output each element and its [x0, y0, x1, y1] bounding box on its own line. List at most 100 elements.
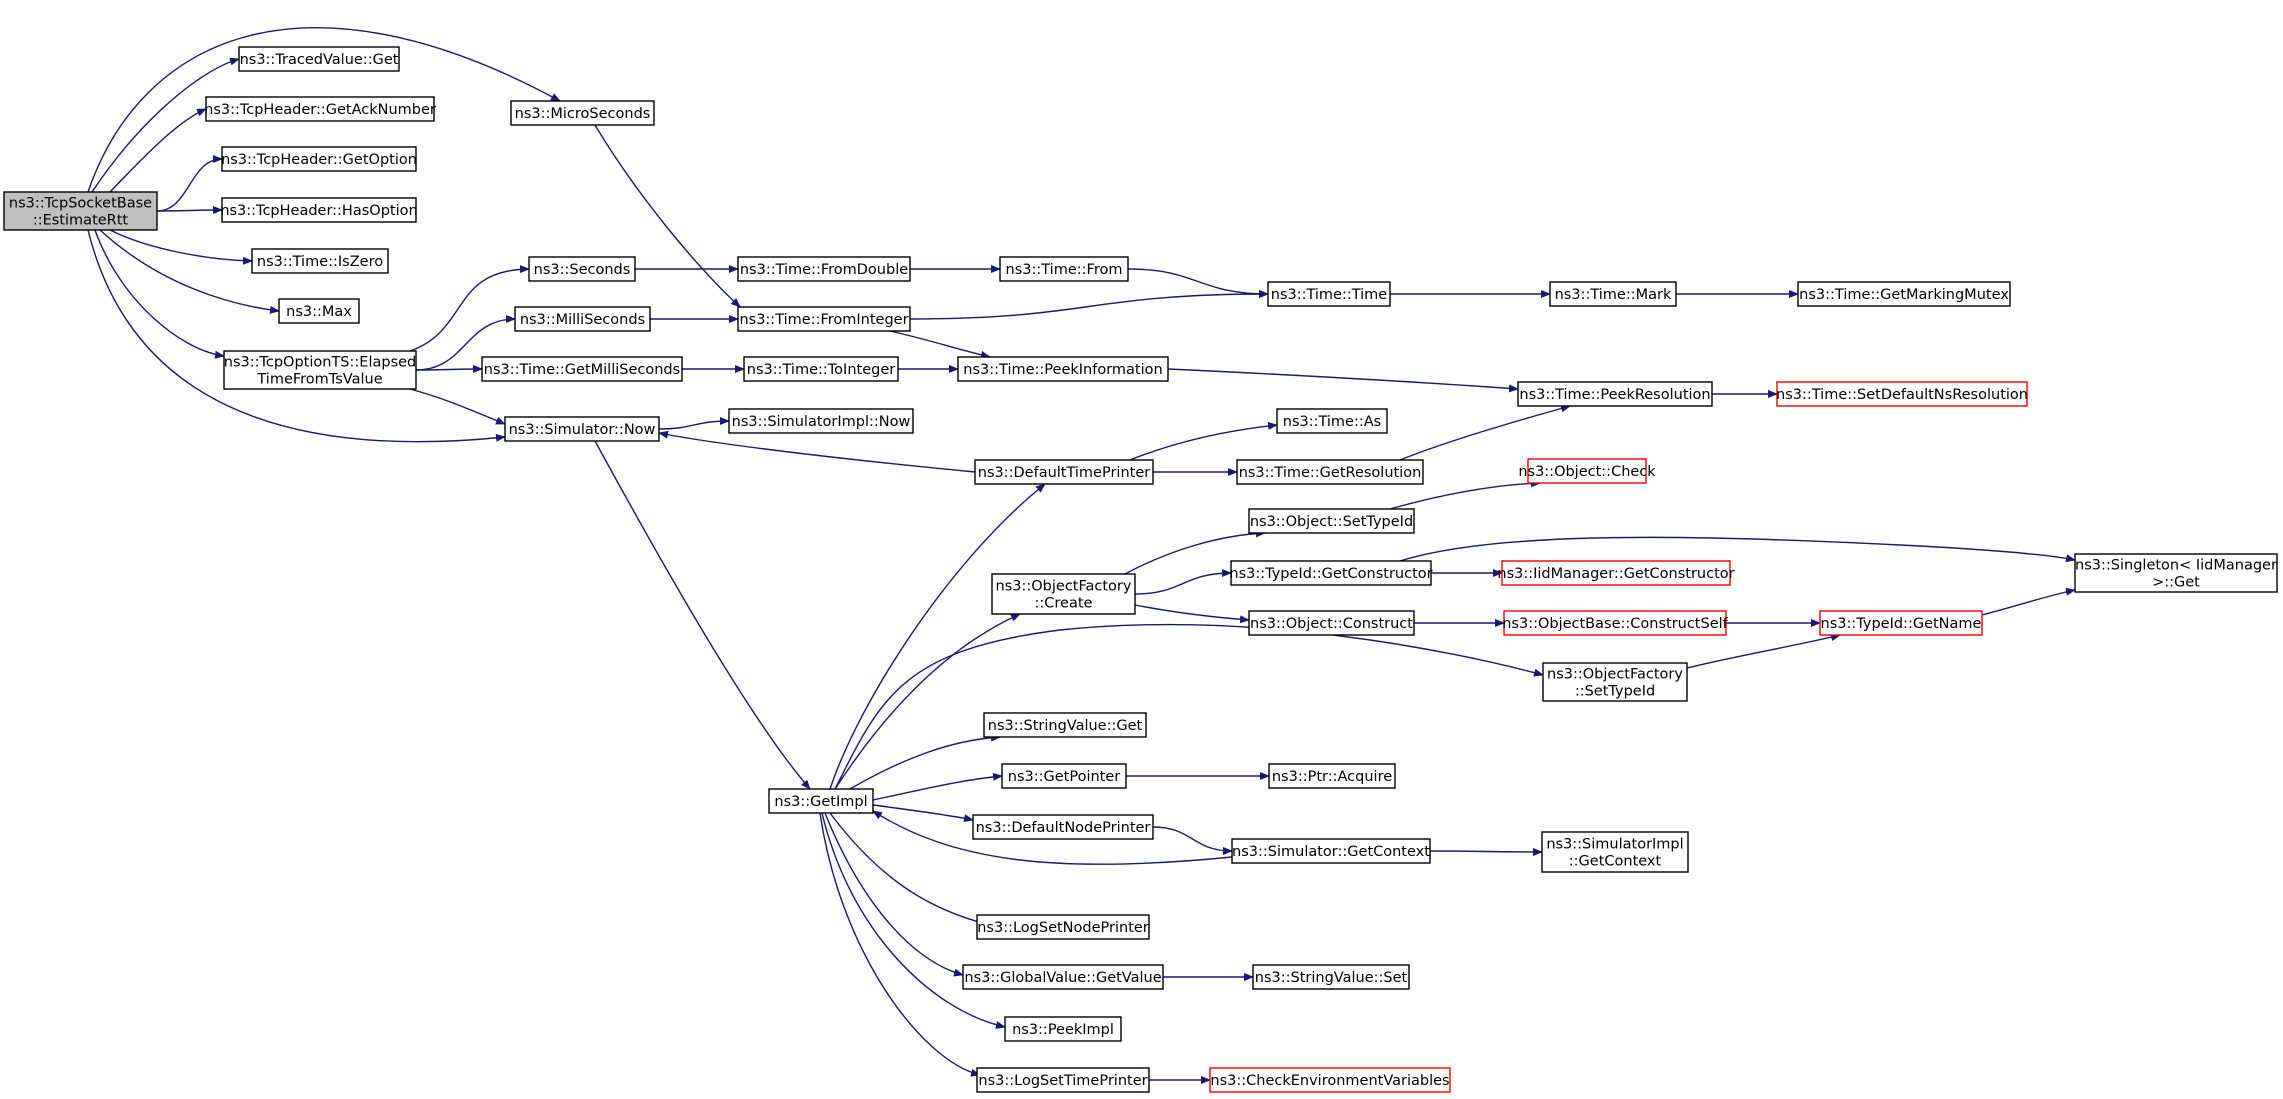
- edge-time-frominteger-to-time-peekinformation: [889, 330, 991, 359]
- edge-getimpl-to-logsetnodeprinter: [829, 812, 991, 927]
- node-box: [1517, 381, 1713, 407]
- edge-defaulttimeprinter-to-simulator-now: [658, 430, 976, 473]
- node-label: ns3::LogSetNodePrinter: [977, 920, 1149, 936]
- edge-defaulttimeprinter-to-time-as: [1129, 421, 1278, 461]
- node-box: [1542, 662, 1688, 702]
- node-object-check[interactable]: ns3::Object::Check: [1518, 458, 1656, 484]
- node-getpointer[interactable]: ns3::GetPointer: [1001, 763, 1127, 789]
- edge-simulator-now-to-simulatorimpl-now: [658, 417, 730, 430]
- node-milliseconds[interactable]: ns3::MilliSeconds: [514, 306, 651, 332]
- node-label: ns3::Simulator::GetContext: [1232, 844, 1430, 860]
- node-simulatorimpl-now[interactable]: ns3::SimulatorImpl::Now: [728, 408, 914, 434]
- node-time-fromdouble[interactable]: ns3::Time::FromDouble: [737, 256, 911, 282]
- node-box: [974, 459, 1154, 485]
- node-ptr-acquire[interactable]: ns3::Ptr::Acquire: [1268, 763, 1396, 789]
- node-time-setdefaultnsresolution[interactable]: ns3::Time::SetDefaultNsResolution: [1776, 381, 2028, 407]
- node-singleton-get[interactable]: ns3::Singleton< IidManager >::Get: [2074, 553, 2278, 593]
- node-box: [1276, 408, 1388, 434]
- node-label: ns3::Object::SetTypeId: [1250, 514, 1413, 530]
- node-box: [1541, 831, 1689, 873]
- node-getimpl[interactable]: ns3::GetImpl: [768, 788, 874, 814]
- node-time-getresolution[interactable]: ns3::Time::GetResolution: [1236, 459, 1424, 485]
- edge-object-settypeid-to-object-check: [1389, 479, 1541, 510]
- node-time-as[interactable]: ns3::Time::As: [1276, 408, 1388, 434]
- node-root[interactable]: ns3::TcpSocketBase::EstimateRtt: [3, 191, 158, 231]
- node-simulatorimpl-getcontext[interactable]: ns3::SimulatorImpl::GetContext: [1541, 831, 1689, 873]
- edge-root-to-tcpheader-getacknumber: [109, 108, 207, 193]
- node-stringvalue-set[interactable]: ns3::StringValue::Set: [1252, 964, 1410, 990]
- node-simulator-getcontext[interactable]: ns3::Simulator::GetContext: [1231, 838, 1431, 864]
- node-time-tointeger[interactable]: ns3::Time::ToInteger: [743, 356, 899, 382]
- node-typeid-getname[interactable]: ns3::TypeId::GetName: [1819, 610, 1983, 636]
- node-label: ns3::MicroSeconds: [515, 106, 651, 122]
- node-box: [1819, 610, 1983, 636]
- node-tcpheader-hasoption[interactable]: ns3::TcpHeader::HasOption: [220, 197, 418, 223]
- edge-root-to-simulator-now: [87, 229, 506, 443]
- node-box: [999, 256, 1129, 282]
- node-objectfactory-settypeid[interactable]: ns3::ObjectFactory::SetTypeId: [1542, 662, 1688, 702]
- node-time-from[interactable]: ns3::Time::From: [999, 256, 1129, 282]
- edge-tcpoptionts-elapsed-to-time-getmilliseconds: [415, 365, 483, 374]
- node-box: [976, 1067, 1150, 1093]
- node-logsetnodeprinter[interactable]: ns3::LogSetNodePrinter: [976, 914, 1150, 940]
- node-peekimpl[interactable]: ns3::PeekImpl: [1004, 1016, 1122, 1042]
- node-objectbase-constructself[interactable]: ns3::ObjectBase::ConstructSelf: [1502, 610, 1729, 636]
- node-box: [957, 356, 1169, 382]
- node-box: [238, 46, 400, 72]
- node-label: ns3::TcpHeader::HasOption: [220, 203, 417, 219]
- node-box: [2074, 553, 2278, 593]
- node-seconds[interactable]: ns3::Seconds: [528, 256, 636, 282]
- edge-tcpoptionts-elapsed-to-milliseconds: [415, 315, 516, 371]
- edge-root-to-max: [99, 229, 280, 314]
- node-logsettimeprinter[interactable]: ns3::LogSetTimePrinter: [976, 1067, 1150, 1093]
- node-box: [1004, 1016, 1122, 1042]
- edge-time-frominteger-to-time-time: [909, 290, 1269, 320]
- node-box: [1252, 964, 1410, 990]
- node-label: ::EstimateRtt: [33, 213, 129, 229]
- node-checkenvironmentvariables[interactable]: ns3::CheckEnvironmentVariables: [1209, 1067, 1451, 1093]
- node-time-getmilliseconds[interactable]: ns3::Time::GetMilliSeconds: [481, 356, 683, 382]
- node-object-settypeid[interactable]: ns3::Object::SetTypeId: [1248, 508, 1415, 534]
- node-globalvalue-getvalue[interactable]: ns3::GlobalValue::GetValue: [962, 964, 1164, 990]
- node-box: [962, 964, 1164, 990]
- node-time-frominteger[interactable]: ns3::Time::FromInteger: [737, 306, 911, 332]
- node-time-mark[interactable]: ns3::Time::Mark: [1549, 281, 1677, 307]
- edge-root-to-tracedvalue-get: [91, 57, 240, 193]
- node-label: ns3::StringValue::Set: [1255, 970, 1408, 986]
- node-tcpheader-getoption[interactable]: ns3::TcpHeader::GetOption: [221, 146, 417, 172]
- node-stringvalue-get[interactable]: ns3::StringValue::Get: [983, 712, 1147, 738]
- node-label: ns3::Time::PeekInformation: [963, 362, 1162, 378]
- node-simulator-now[interactable]: ns3::Simulator::Now: [504, 416, 660, 442]
- edge-root-to-microseconds: [87, 27, 561, 193]
- node-objectfactory-create[interactable]: ns3::ObjectFactory::Create: [991, 573, 1136, 615]
- node-typeid-getconstructor[interactable]: ns3::TypeId::GetConstructor: [1229, 560, 1433, 586]
- node-time-iszero[interactable]: ns3::Time::IsZero: [251, 248, 389, 274]
- node-time-peekresolution[interactable]: ns3::Time::PeekResolution: [1517, 381, 1713, 407]
- node-object-construct[interactable]: ns3::Object::Construct: [1248, 610, 1415, 636]
- edge-simulator-getcontext-to-getimpl: [872, 810, 1233, 865]
- node-time-peekinformation[interactable]: ns3::Time::PeekInformation: [957, 356, 1169, 382]
- node-tracedvalue-get[interactable]: ns3::TracedValue::Get: [238, 46, 400, 72]
- edge-getimpl-to-peekimpl: [821, 812, 1006, 1029]
- node-label: ns3::Ptr::Acquire: [1272, 769, 1392, 785]
- node-label: ns3::TypeId::GetName: [1821, 616, 1982, 632]
- node-label: ns3::TracedValue::Get: [240, 52, 399, 68]
- node-label: ns3::CheckEnvironmentVariables: [1210, 1073, 1449, 1089]
- node-time-time[interactable]: ns3::Time::Time: [1267, 281, 1391, 307]
- node-time-getmarkingmutex[interactable]: ns3::Time::GetMarkingMutex: [1797, 281, 2011, 307]
- node-box: [768, 788, 874, 814]
- node-defaultnodeprinter[interactable]: ns3::DefaultNodePrinter: [972, 814, 1154, 840]
- node-label: ns3::Time::GetMilliSeconds: [484, 362, 680, 378]
- node-box: [728, 408, 914, 434]
- node-microseconds[interactable]: ns3::MicroSeconds: [510, 100, 655, 126]
- edge-root-to-tcpoptionts-elapsed: [94, 229, 225, 359]
- edge-time-peekinformation-to-time-peekresolution: [1167, 368, 1519, 393]
- edge-getimpl-to-objectfactory-settypeid: [834, 623, 1544, 790]
- node-tcpheader-getacknumber[interactable]: ns3::TcpHeader::GetAckNumber: [204, 96, 436, 122]
- node-defaulttimeprinter[interactable]: ns3::DefaultTimePrinter: [974, 459, 1154, 485]
- node-label: ns3::Object::Check: [1518, 464, 1656, 480]
- edge-time-getresolution-to-time-peekresolution: [1399, 404, 1571, 461]
- node-max[interactable]: ns3::Max: [278, 298, 360, 324]
- node-iidmanager-getconstructor[interactable]: ns3::IidManager::GetConstructor: [1497, 560, 1735, 586]
